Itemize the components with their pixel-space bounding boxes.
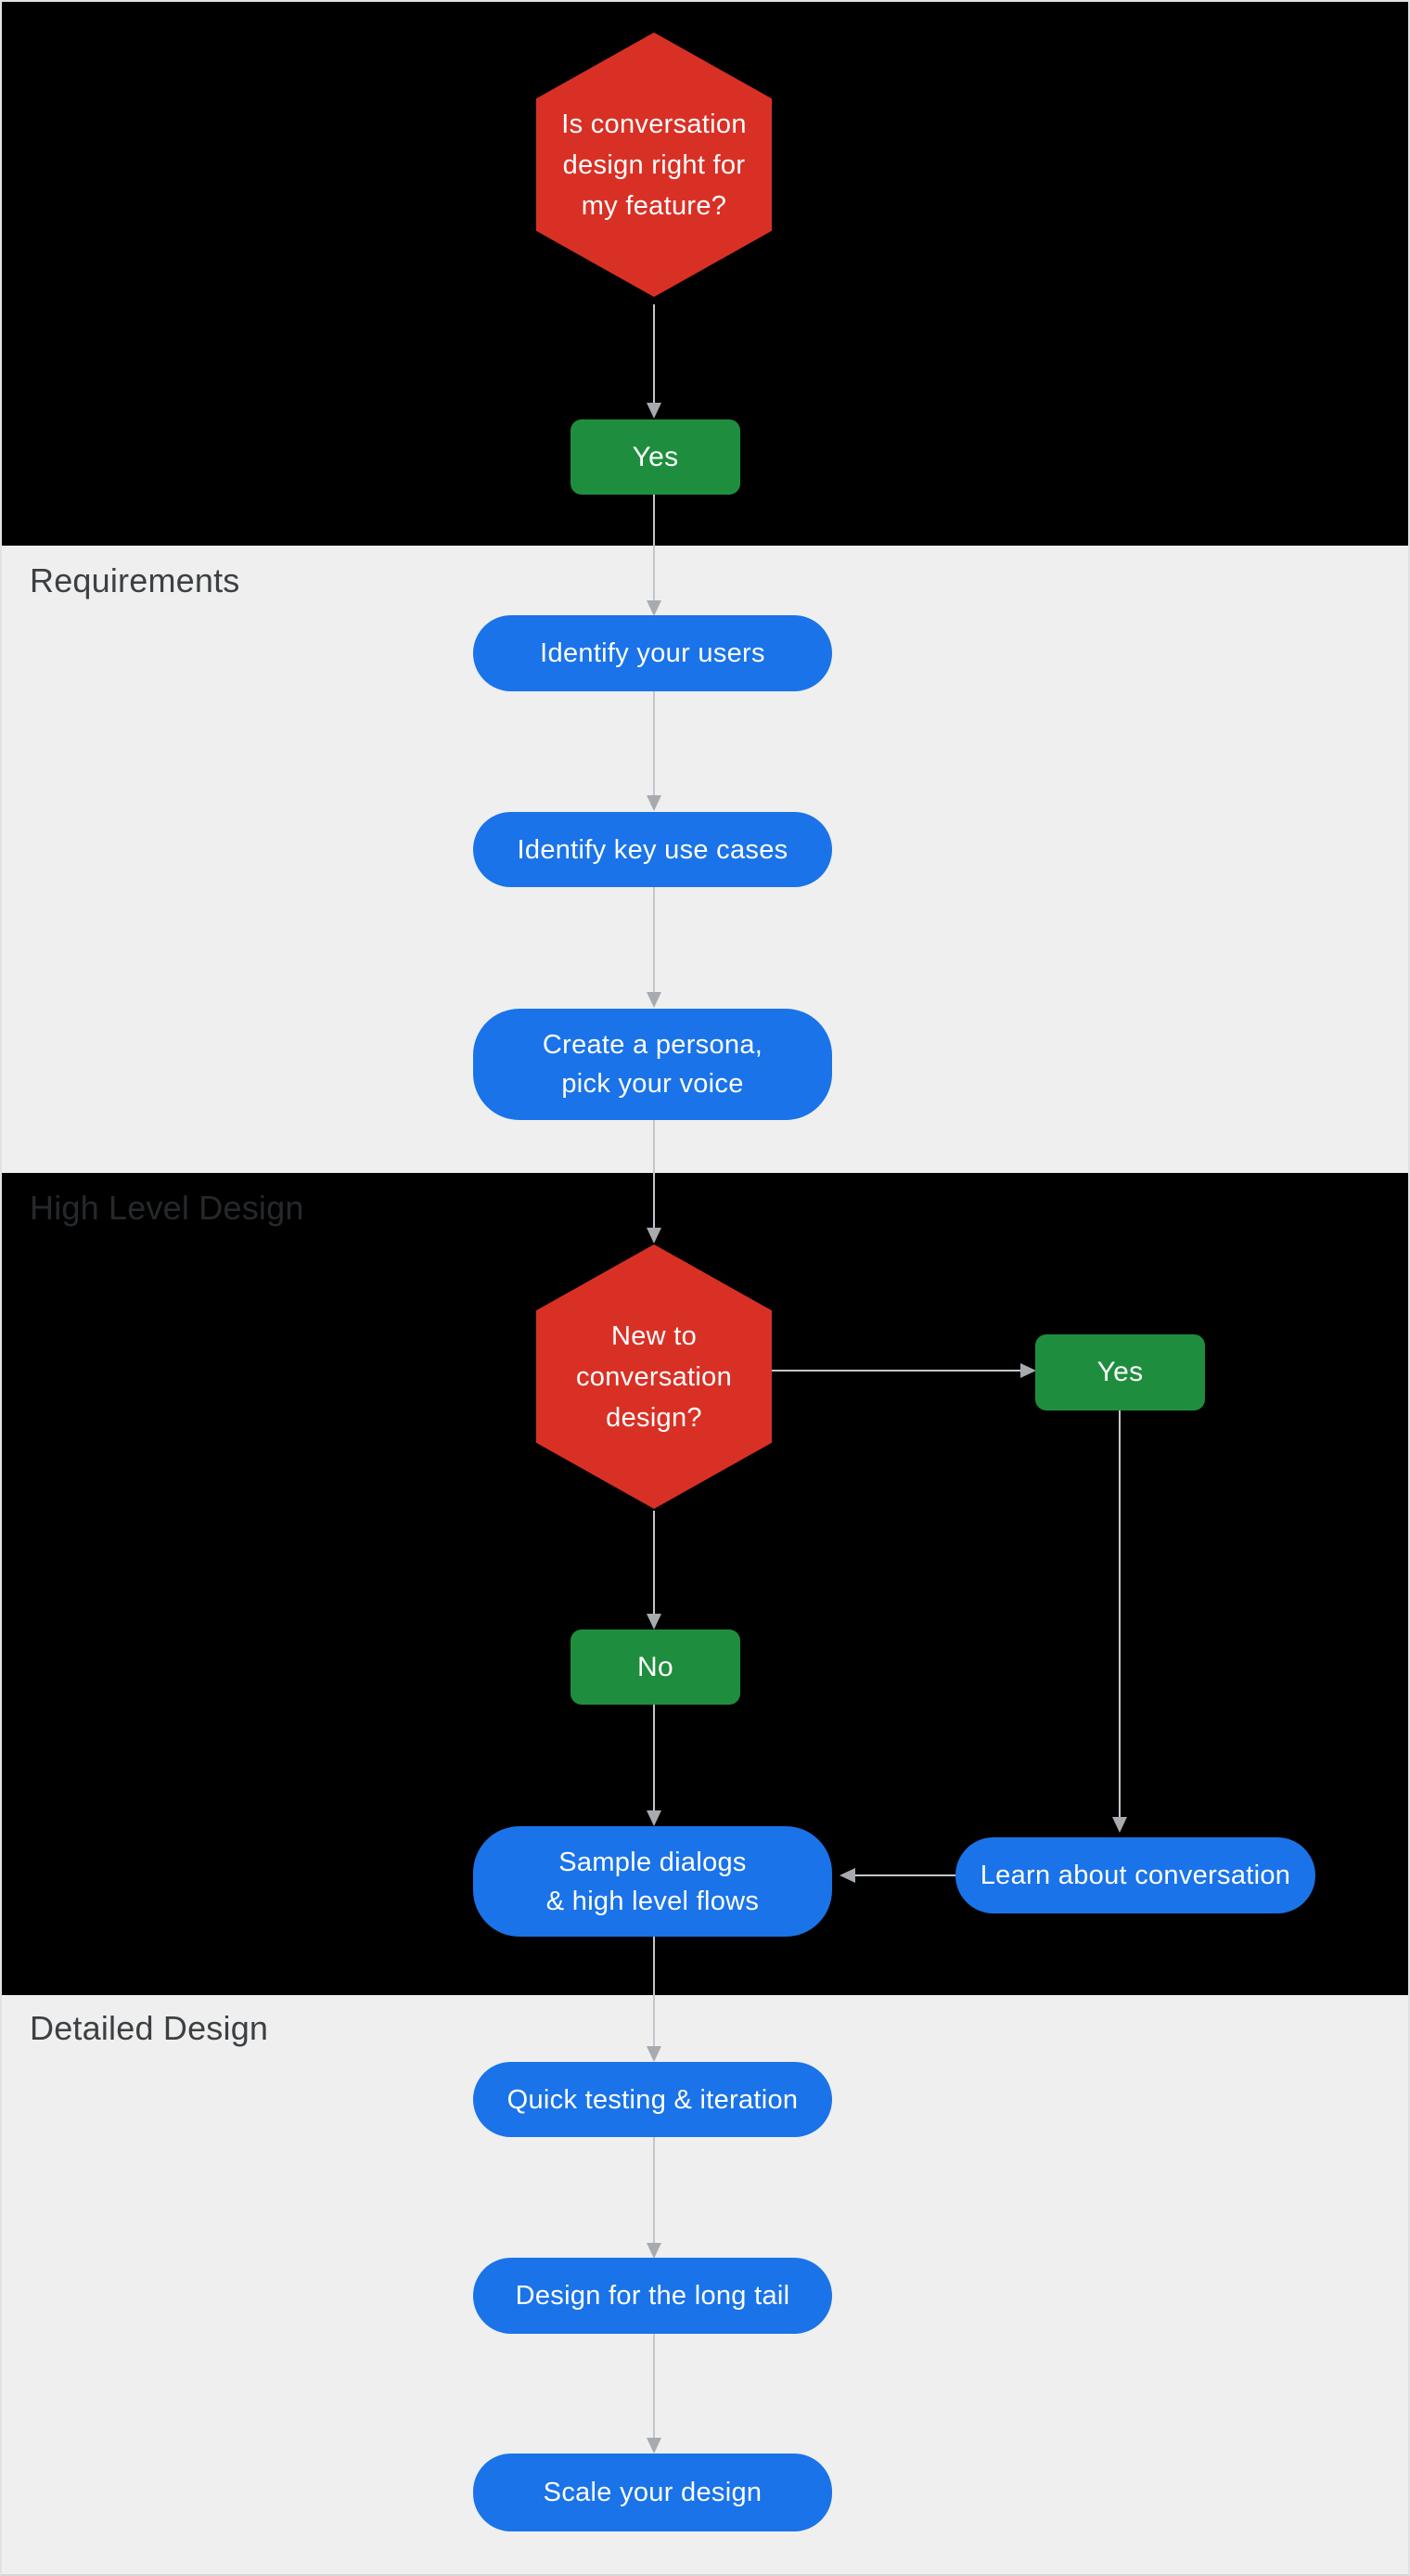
- arrow-line-to-new-to-cd: [653, 1120, 655, 1228]
- step-scale-your-design: Scale your design: [473, 2454, 832, 2531]
- arrow-head-start-to-yes: [647, 403, 661, 419]
- arrow-head-learn-to-sample-dialogs: [840, 1868, 855, 1883]
- step-identify-your-users: Identify your users: [473, 615, 832, 691]
- arrow-line-to-long-tail: [653, 2137, 655, 2243]
- arrow-head-to-new-to-cd: [647, 1228, 661, 1243]
- section-label-high-level-design: High Level Design: [30, 1189, 304, 1227]
- arrow-line-new-to-cd-yes: [772, 1370, 1020, 1372]
- arrow-line-new-to-cd-no: [653, 1511, 655, 1614]
- step-sample-dialogs-high-level-flows: Sample dialogs & high level flows: [473, 1826, 832, 1937]
- step-create-persona-pick-voice: Create a persona, pick your voice: [473, 1009, 832, 1120]
- arrow-line-learn-to-sample-dialogs: [855, 1874, 955, 1876]
- section-label-detailed-design: Detailed Design: [30, 2009, 269, 2047]
- arrow-line-to-create-persona: [653, 887, 655, 992]
- arrow-head-new-to-cd-no: [647, 1614, 661, 1629]
- answer-new-yes: Yes: [1035, 1334, 1205, 1410]
- step-identify-key-use-cases: Identify key use cases: [473, 812, 832, 887]
- arrow-head-to-long-tail: [647, 2243, 661, 2259]
- arrow-head-yes-to-identify-users: [647, 600, 661, 616]
- arrow-head-yes-to-learn: [1112, 1817, 1127, 1833]
- arrow-line-yes-to-learn: [1119, 1410, 1121, 1817]
- arrow-head-new-to-cd-yes: [1020, 1363, 1036, 1378]
- step-learn-about-conversation: Learn about conversation: [955, 1837, 1315, 1913]
- arrow-head-to-scale-design: [647, 2438, 661, 2454]
- arrow-head-to-identify-key-use-cases: [647, 795, 661, 811]
- answer-new-no: No: [570, 1629, 740, 1705]
- arrow-line-to-identify-key-use-cases: [653, 691, 655, 795]
- step-design-for-long-tail: Design for the long tail: [473, 2258, 832, 2334]
- arrow-line-to-scale-design: [653, 2334, 655, 2438]
- arrow-line-to-quick-testing: [653, 1937, 655, 2046]
- answer-start-yes: Yes: [570, 419, 740, 495]
- arrow-head-to-quick-testing: [647, 2046, 661, 2062]
- step-quick-testing-iteration: Quick testing & iteration: [473, 2062, 832, 2137]
- arrow-line-yes-to-identify-users: [653, 495, 655, 600]
- arrow-line-start-to-yes: [653, 304, 655, 403]
- arrow-line-no-to-sample-dialogs: [653, 1705, 655, 1810]
- arrow-head-to-create-persona: [647, 992, 661, 1008]
- section-label-requirements: Requirements: [30, 561, 240, 599]
- arrow-head-no-to-sample-dialogs: [647, 1810, 661, 1826]
